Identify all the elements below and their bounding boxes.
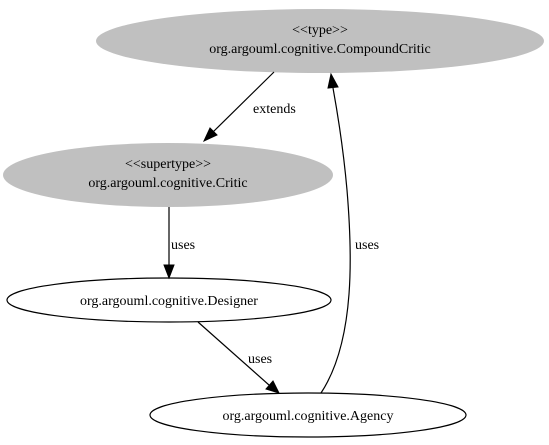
node-compound-critic[interactable]: <<type>> org.argouml.cognitive.CompoundC… (96, 9, 544, 73)
node-critic-stereotype: <<supertype>> (125, 157, 211, 172)
edge-designer-uses-agency[interactable]: uses (197, 321, 280, 394)
edge-designer-uses-agency-arrow (265, 380, 280, 394)
edge-agency-uses-compound-line (320, 87, 351, 394)
edge-extends[interactable]: extends (202, 71, 296, 143)
edge-extends-line (212, 71, 275, 133)
node-compound-critic-shape (96, 9, 544, 73)
node-compound-critic-name: org.argouml.cognitive.CompoundCritic (209, 42, 431, 57)
edge-extends-arrow (202, 127, 218, 143)
edge-critic-uses-designer[interactable]: uses (163, 207, 195, 280)
edge-designer-uses-agency-label: uses (248, 352, 272, 367)
edge-agency-uses-compound[interactable]: uses (320, 72, 379, 394)
node-compound-critic-stereotype: <<type>> (292, 23, 348, 38)
edge-critic-uses-designer-arrow (163, 264, 175, 280)
node-agency-name: org.argouml.cognitive.Agency (223, 409, 394, 424)
node-agency[interactable]: org.argouml.cognitive.Agency (149, 392, 467, 438)
node-critic-shape (3, 143, 333, 207)
edge-agency-uses-compound-label: uses (355, 238, 379, 253)
edge-extends-label: extends (253, 102, 296, 117)
node-designer[interactable]: org.argouml.cognitive.Designer (6, 277, 332, 323)
node-critic-name: org.argouml.cognitive.Critic (88, 176, 247, 191)
edge-critic-uses-designer-label: uses (171, 238, 195, 253)
edge-agency-uses-compound-arrow (327, 72, 339, 89)
node-designer-name: org.argouml.cognitive.Designer (80, 294, 258, 309)
node-agency-shape (149, 392, 467, 438)
edge-designer-uses-agency-line (197, 321, 270, 386)
node-critic[interactable]: <<supertype>> org.argouml.cognitive.Crit… (3, 143, 333, 207)
